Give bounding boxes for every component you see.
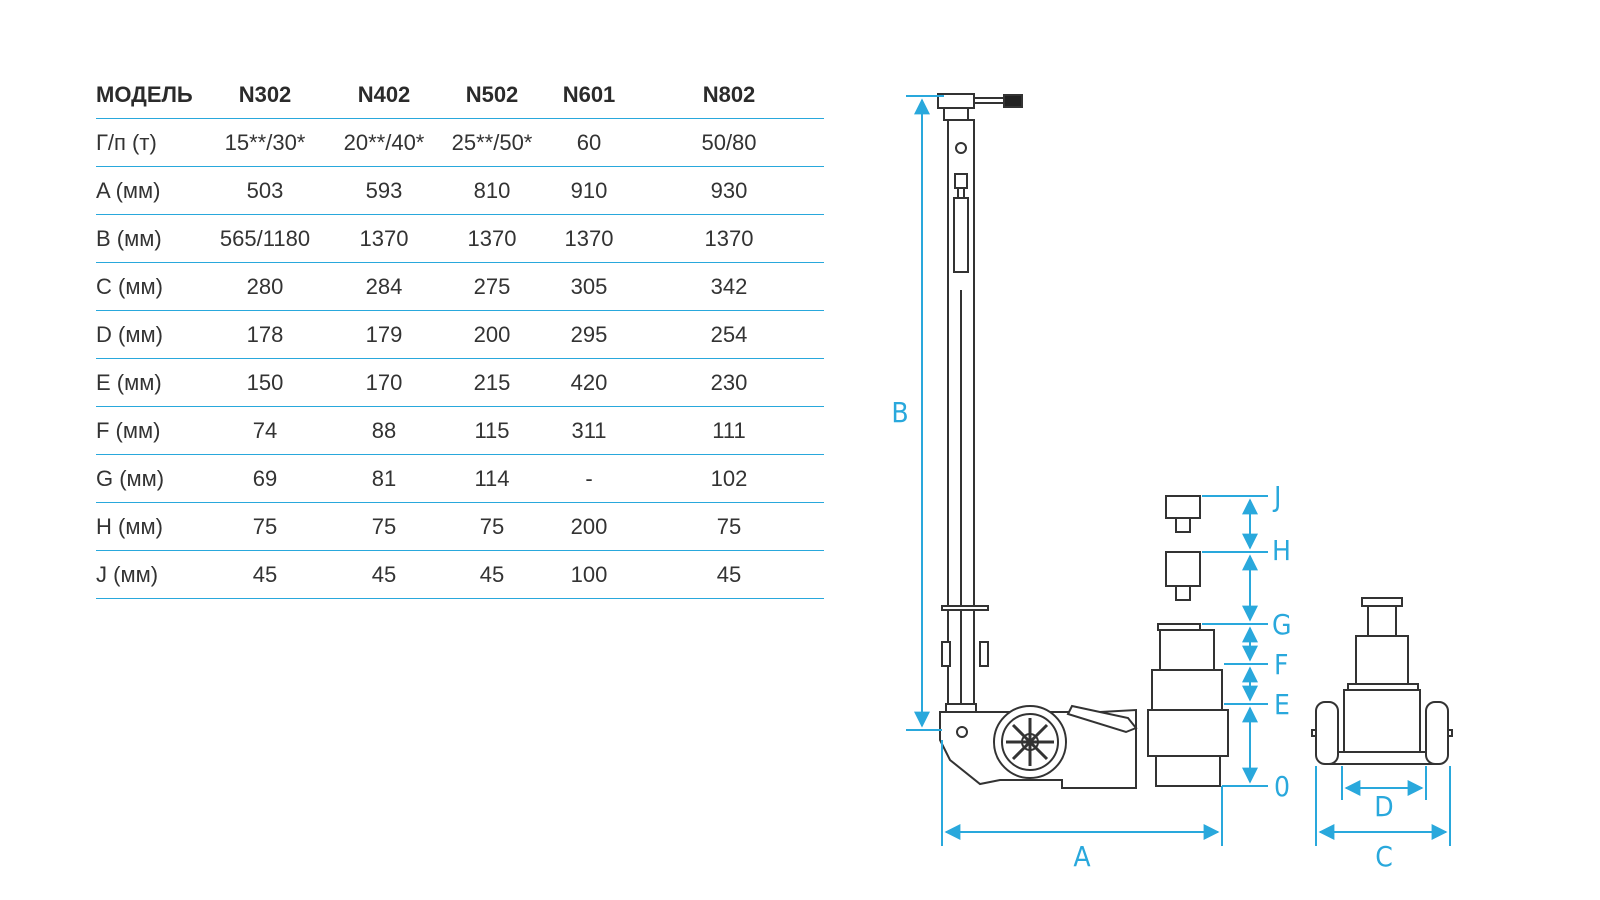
- table-cell: 100: [544, 550, 634, 599]
- table-cell: 170: [328, 358, 440, 407]
- table-cell: 115: [440, 406, 544, 455]
- label-b: B: [891, 396, 908, 429]
- table-header-row: МОДЕЛЬ N302 N402 N502 N601 N802: [96, 72, 824, 119]
- dimension-labels: B A J H G F E 0 D C: [891, 396, 1393, 873]
- table-cell: 45: [634, 550, 824, 599]
- label-a: A: [1073, 840, 1091, 873]
- jack-side-view: [937, 93, 1229, 789]
- table-cell: 75: [634, 502, 824, 551]
- column-header: N302: [202, 72, 328, 119]
- table-cell: 200: [544, 502, 634, 551]
- table-cell: 50/80: [634, 118, 824, 167]
- row-label: D (мм): [96, 310, 202, 359]
- table-cell: 45: [328, 550, 440, 599]
- table-cell: 25**/50*: [440, 118, 544, 167]
- row-label: C (мм): [96, 262, 202, 311]
- table-cell: 45: [202, 550, 328, 599]
- row-label: E (мм): [96, 358, 202, 407]
- table-cell: 593: [328, 166, 440, 215]
- table-cell: 60: [544, 118, 634, 167]
- table-cell: 930: [634, 166, 824, 215]
- table-cell: 230: [634, 358, 824, 407]
- table-cell: 74: [202, 406, 328, 455]
- table-cell: 69: [202, 454, 328, 503]
- label-h: H: [1272, 534, 1291, 567]
- table-cell: 910: [544, 166, 634, 215]
- label-zero: 0: [1274, 770, 1290, 803]
- table-cell: 102: [634, 454, 824, 503]
- table-cell: 150: [202, 358, 328, 407]
- dimension-lines: [906, 95, 1451, 846]
- table-cell: 81: [328, 454, 440, 503]
- table-cell: 20**/40*: [328, 118, 440, 167]
- column-header: N402: [328, 72, 440, 119]
- table-cell: 311: [544, 406, 634, 455]
- row-label: G (мм): [96, 454, 202, 503]
- row-label: H (мм): [96, 502, 202, 551]
- table-cell: 111: [634, 406, 824, 455]
- table-cell: 1370: [634, 214, 824, 263]
- table-cell: 179: [328, 310, 440, 359]
- table-cell: 75: [202, 502, 328, 551]
- table-cell: 200: [440, 310, 544, 359]
- table-cell: 275: [440, 262, 544, 311]
- table-cell: 565/1180: [202, 214, 328, 263]
- table-cell: 280: [202, 262, 328, 311]
- table-cell: 75: [440, 502, 544, 551]
- column-header: N601: [544, 72, 634, 119]
- row-label: J (мм): [96, 550, 202, 599]
- table-cell: 45: [440, 550, 544, 599]
- label-e: E: [1274, 688, 1290, 721]
- table-cell: 75: [328, 502, 440, 551]
- table-cell: 305: [544, 262, 634, 311]
- row-label: A (мм): [96, 166, 202, 215]
- spec-table: МОДЕЛЬ N302 N402 N502 N601 N802 Г/п (т)1…: [96, 72, 824, 599]
- label-j: J: [1272, 480, 1281, 513]
- table-cell: 284: [328, 262, 440, 311]
- label-g: G: [1272, 608, 1292, 641]
- table-cell: 1370: [440, 214, 544, 263]
- table-cell: 420: [544, 358, 634, 407]
- label-c: C: [1375, 840, 1393, 873]
- row-label: Г/п (т): [96, 118, 202, 167]
- table-cell: 178: [202, 310, 328, 359]
- table-cell: 1370: [328, 214, 440, 263]
- jack-front-view: [1311, 597, 1453, 765]
- table-cell: 503: [202, 166, 328, 215]
- table-cell: 15**/30*: [202, 118, 328, 167]
- label-d: D: [1374, 790, 1393, 823]
- table-cell: 88: [328, 406, 440, 455]
- table-cell: 1370: [544, 214, 634, 263]
- table-cell: 254: [634, 310, 824, 359]
- column-header: N502: [440, 72, 544, 119]
- table-cell: 114: [440, 454, 544, 503]
- label-f: F: [1274, 648, 1289, 681]
- table-cell: 215: [440, 358, 544, 407]
- table-cell: 342: [634, 262, 824, 311]
- table-cell: 810: [440, 166, 544, 215]
- row-label: B (мм): [96, 214, 202, 263]
- column-header: МОДЕЛЬ: [96, 72, 202, 119]
- table-cell: -: [544, 454, 634, 503]
- row-label: F (мм): [96, 406, 202, 455]
- column-header: N802: [634, 72, 824, 119]
- table-cell: 295: [544, 310, 634, 359]
